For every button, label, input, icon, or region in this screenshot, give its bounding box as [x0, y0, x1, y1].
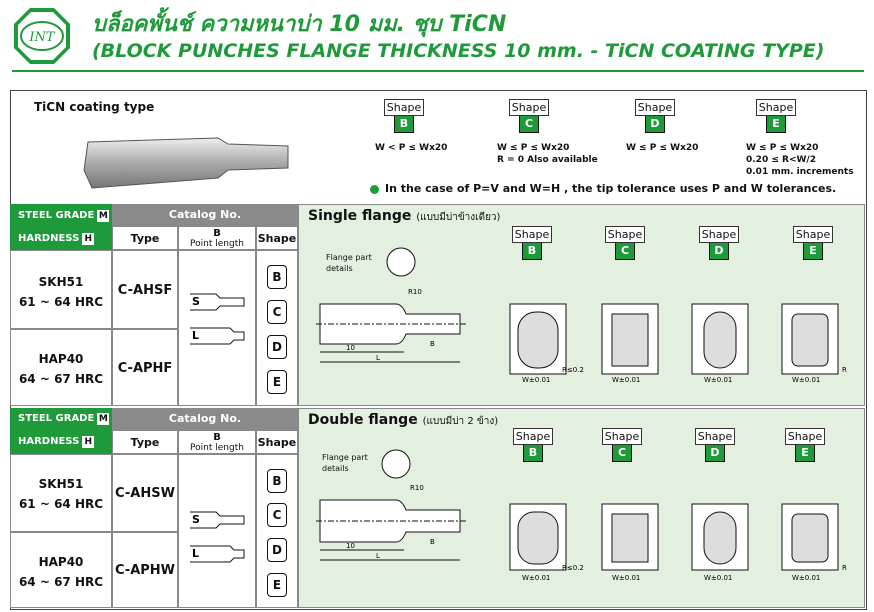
svg-text:W±0.01: W±0.01 [612, 574, 640, 582]
double-flange-title: Double flange (แบบมีบ่า 2 ข้าง) [308, 412, 499, 428]
svg-text:W±0.01: W±0.01 [704, 376, 732, 384]
shape-letter-c: C [267, 300, 287, 324]
single-flange-drawing: R10 10 L B [316, 247, 466, 363]
svg-text:R10: R10 [408, 288, 422, 296]
svg-text:10: 10 [346, 344, 355, 352]
shape-header: Shape [256, 226, 298, 250]
shape-letter-e-2: E [267, 573, 287, 597]
svg-text:B: B [430, 538, 435, 546]
svg-text:W±0.01: W±0.01 [522, 376, 550, 384]
page-title-english: (BLOCK PUNCHES FLANGE THICKNESS 10 mm. -… [92, 40, 825, 62]
svg-text:B: B [430, 340, 435, 348]
catalog-no-header-2: Catalog No. [112, 408, 298, 430]
svg-text:R: R [842, 564, 847, 572]
logo-text: INT [28, 30, 56, 45]
shape-b-caption: W < P ≤ Wx20 [375, 143, 448, 153]
shape-header-2: Shape [256, 430, 298, 454]
b-short-label: S [192, 295, 200, 308]
type-header-2: Type [112, 430, 178, 454]
svg-text:R≤0.2: R≤0.2 [562, 366, 584, 374]
shape-letter-b: B [267, 265, 287, 289]
shape-letter-d-2: D [267, 538, 287, 562]
svg-text:L: L [376, 552, 380, 560]
type-c-aphf: C-APHF [112, 329, 178, 406]
shape-letter-e: E [267, 370, 287, 394]
svg-text:R: R [842, 366, 847, 374]
section-title: TiCN coating type [34, 100, 155, 114]
single-shape-profiles: W±0.01 R≤0.2 W±0.01 W±0.01 W±0.01 R [509, 303, 847, 384]
tolerance-note: In the case of P=V and W=H , the tip tol… [370, 182, 836, 195]
type-c-aphw: C-APHW [112, 532, 178, 608]
shape-letter-d: D [267, 335, 287, 359]
b-long-label-2: L [192, 547, 199, 560]
double-shape-profiles: W±0.01 R≤0.2 W±0.01 W±0.01 W±0.01 R [509, 503, 847, 582]
point-length-diagram-2: S L [190, 511, 245, 563]
shape-d-caption: W ≤ P ≤ Wx20 [626, 143, 699, 153]
bullet-icon [370, 184, 379, 194]
page-title-thai: บล็อคพั้นช์ ความหนาบ่า 10 มม. ชุบ TiCN [92, 12, 507, 37]
svg-text:W±0.01: W±0.01 [792, 376, 820, 384]
punch-photo [83, 137, 289, 189]
svg-text:R≤0.2: R≤0.2 [562, 564, 584, 572]
double-flange-drawing: R10 10 L B [316, 449, 466, 561]
b-length-cell-2 [178, 454, 256, 608]
point-length-diagram: S L [190, 293, 245, 345]
svg-text:W±0.01: W±0.01 [704, 574, 732, 582]
svg-text:R10: R10 [410, 484, 424, 492]
svg-text:W±0.01: W±0.01 [522, 574, 550, 582]
shape-letter-b-2: B [267, 469, 287, 493]
svg-text:10: 10 [346, 542, 355, 550]
b-short-label-2: S [192, 513, 200, 526]
type-c-ahsf: C-AHSF [112, 250, 178, 329]
svg-text:L: L [376, 354, 380, 362]
b-long-label: L [192, 329, 199, 342]
catalog-no-header: Catalog No. [112, 204, 298, 226]
svg-text:W±0.01: W±0.01 [612, 376, 640, 384]
header-rule [12, 70, 864, 72]
type-c-ahsw: C-AHSW [112, 454, 178, 532]
single-flange-title: Single flange (แบบมีบ่าข้างเดียว) [308, 208, 501, 224]
shape-letter-c-2: C [267, 503, 287, 527]
int-logo: INT [14, 8, 70, 64]
svg-text:W±0.01: W±0.01 [792, 574, 820, 582]
type-header: Type [112, 226, 178, 250]
